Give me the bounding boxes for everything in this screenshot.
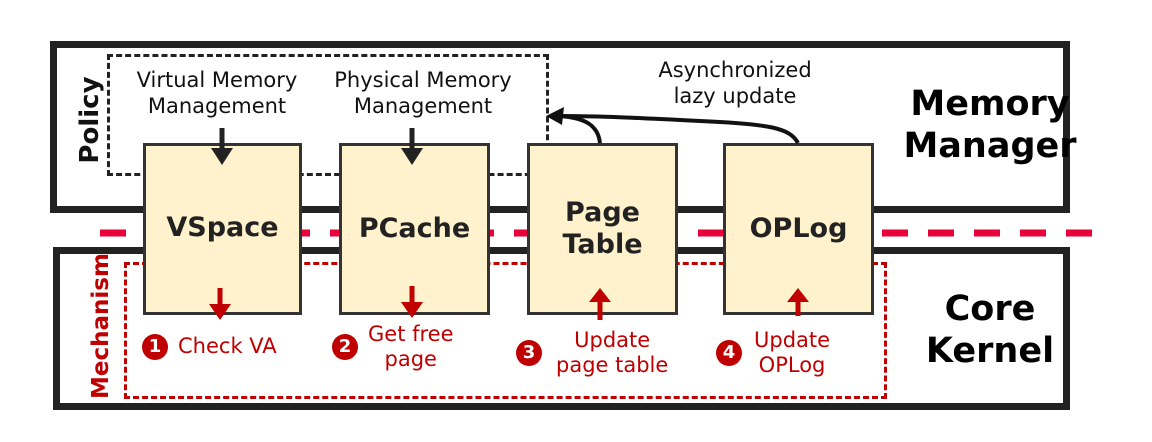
step-number-badge: 2 bbox=[332, 334, 358, 361]
async-update-arrow bbox=[546, 107, 800, 145]
step-text: Update OPLog bbox=[754, 328, 831, 378]
physical-memory-management-label: Physical Memory Management bbox=[334, 68, 512, 119]
step-text: Update page table bbox=[556, 328, 669, 378]
step-number-badge: 4 bbox=[716, 340, 742, 367]
step-3: 3 Update page table bbox=[516, 328, 668, 378]
step-number-badge: 3 bbox=[516, 340, 542, 367]
step2-arrow bbox=[401, 286, 423, 318]
step-text: Get free page bbox=[368, 322, 454, 372]
step-4: 4 Update OPLog bbox=[716, 328, 830, 378]
step-number-badge: 1 bbox=[142, 334, 168, 360]
policy-region bbox=[107, 54, 549, 176]
vm-policy-arrow bbox=[211, 128, 233, 165]
step1-arrow bbox=[209, 288, 231, 320]
virtual-memory-management-label: Virtual Memory Management bbox=[136, 68, 298, 119]
step-2: 2 Get free page bbox=[332, 322, 454, 372]
step3-arrow bbox=[589, 288, 611, 320]
memory-manager-title: Memory Manager bbox=[903, 84, 1077, 166]
async-lazy-update-label: Asynchronized lazy update bbox=[658, 58, 812, 109]
pm-policy-arrow bbox=[401, 128, 423, 165]
step-text: Check VA bbox=[178, 334, 277, 359]
step4-arrow bbox=[787, 288, 809, 316]
mechanism-region bbox=[124, 262, 887, 399]
vspace-block: VSpace bbox=[143, 143, 302, 315]
step-1: 1 Check VA bbox=[142, 334, 277, 360]
core-kernel-title: Core Kernel bbox=[925, 289, 1055, 371]
